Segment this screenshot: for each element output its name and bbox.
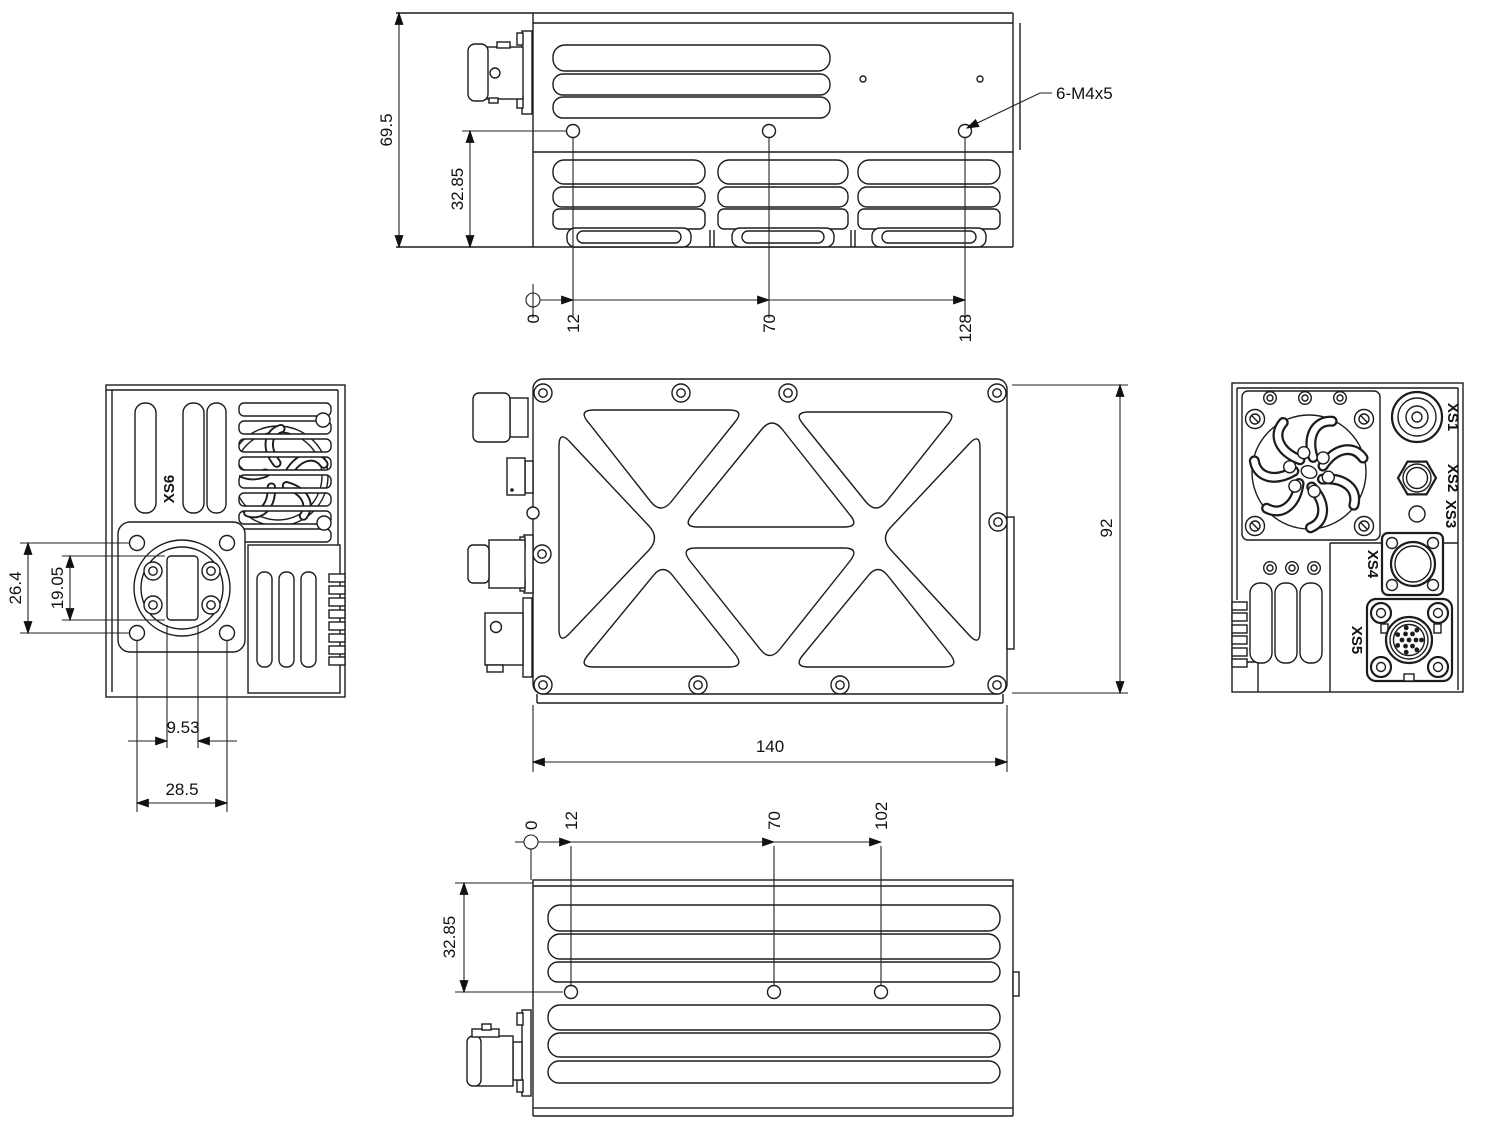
dim-front-width: 140 xyxy=(531,705,1009,772)
connector-xs1-label: XS1 xyxy=(1444,403,1461,431)
indicator-bump xyxy=(526,506,540,520)
waveguide-aperture xyxy=(166,555,199,621)
top-view-body xyxy=(396,12,1021,248)
connector-xs2: XS2 xyxy=(1396,460,1461,496)
left-view-heatsink-panel xyxy=(247,544,346,694)
bottom-vent-slot xyxy=(547,1060,1001,1084)
top-vent-slot xyxy=(552,73,831,96)
ordinate-0: 0 xyxy=(524,314,543,323)
top-view: 69.5 32.85 0 12 70 128 6-M4x5 xyxy=(377,11,1113,342)
dim-top-ordinates: 0 12 70 128 xyxy=(524,138,975,342)
front-rib-pockets xyxy=(558,409,981,668)
connector-xs3: XS3 xyxy=(1408,500,1459,528)
side-plate-edge xyxy=(1006,516,1015,650)
xs6-flange xyxy=(117,521,246,653)
dim-92-label: 92 xyxy=(1097,519,1116,538)
dim-28-5-label: 28.5 xyxy=(165,780,198,799)
ordinate-12: 12 xyxy=(562,811,581,830)
front-view-connectors xyxy=(467,392,540,678)
top-vent-slot xyxy=(552,44,831,72)
bottom-view: 0 12 70 102 32.85 xyxy=(440,802,1020,1117)
dim-32-85-bottom-label: 32.85 xyxy=(440,916,459,959)
dim-bottom-hole-offset: 32.85 xyxy=(440,881,563,994)
top-vent-slot xyxy=(552,96,831,119)
dim-flange-hole-v: 26.4 xyxy=(6,541,130,635)
mounting-hole xyxy=(563,984,579,1000)
connector-xs3-label: XS3 xyxy=(1442,500,1459,528)
dim-140-label: 140 xyxy=(756,737,784,756)
coax-connector-side xyxy=(472,392,511,443)
connector-xs4-label: XS4 xyxy=(1364,550,1381,579)
dim-aperture-h: 19.05 xyxy=(48,554,165,622)
connector-xs1: XS1 xyxy=(1390,390,1461,444)
connector-xs6-label: XS6 xyxy=(161,475,178,503)
top-view-connector xyxy=(467,30,533,115)
left-view-fan-grille xyxy=(238,402,332,543)
dim-32-85-top-label: 32.85 xyxy=(448,168,467,211)
front-view: 140 92 xyxy=(467,378,1128,772)
dim-flange-hole-spacing: 28.5 xyxy=(135,640,229,812)
side-vent-slot xyxy=(206,402,227,514)
right-view: XS1 XS2 XS3 XS4 xyxy=(1231,382,1464,693)
top-view-heatsink xyxy=(552,159,1001,248)
circular-connector-side xyxy=(488,539,526,589)
right-view-fan xyxy=(1241,390,1381,575)
xs5-pins xyxy=(1395,625,1424,655)
dim-front-height: 92 xyxy=(1012,383,1128,695)
bottom-view-connector xyxy=(466,1009,532,1097)
dim-top-hole-offset: 32.85 xyxy=(448,129,567,249)
ordinate-70: 70 xyxy=(760,314,779,333)
ordinate-102: 102 xyxy=(872,802,891,830)
dim-26-4-label: 26.4 xyxy=(6,571,25,604)
fan-blades xyxy=(1251,416,1363,530)
dim-bottom-ordinates: 0 12 70 102 xyxy=(515,802,891,985)
dim-top-height: 69.5 xyxy=(377,11,404,249)
mounting-hole xyxy=(873,984,889,1000)
side-vent-slot xyxy=(134,402,157,514)
rect-connector-side xyxy=(484,612,524,666)
mounting-hole xyxy=(761,123,777,139)
mounting-hole xyxy=(565,123,581,139)
dim-aperture-w: 9.53 xyxy=(128,625,237,748)
small-connector-side xyxy=(506,457,526,496)
bottom-vent-slot xyxy=(547,1004,1001,1031)
ordinate-0: 0 xyxy=(522,821,541,830)
dim-69-5-label: 69.5 xyxy=(377,113,396,146)
dim-9-53-label: 9.53 xyxy=(166,718,199,737)
connector-xs5-label: XS5 xyxy=(1348,626,1365,654)
ordinate-128: 128 xyxy=(956,314,975,342)
bottom-view-body xyxy=(532,879,1020,1117)
ordinate-12: 12 xyxy=(564,314,583,333)
bottom-vent-slot xyxy=(547,1032,1001,1058)
side-vent-slot xyxy=(182,402,205,514)
callout-thread: 6-M4x5 xyxy=(965,84,1113,129)
dim-19-05-label: 19.05 xyxy=(48,567,67,610)
connector-xs4: XS4 xyxy=(1364,531,1445,597)
pin-hole xyxy=(859,75,867,83)
callout-6-M4x5-label: 6-M4x5 xyxy=(1056,84,1113,103)
left-view: XS6 xyxy=(6,384,346,812)
mounting-hole xyxy=(766,984,782,1000)
right-view-vents xyxy=(1231,582,1323,668)
connector-xs5: XS5 xyxy=(1348,597,1454,683)
pin-hole xyxy=(976,75,984,83)
ordinate-70: 70 xyxy=(765,811,784,830)
connector-xs2-label: XS2 xyxy=(1444,464,1461,492)
